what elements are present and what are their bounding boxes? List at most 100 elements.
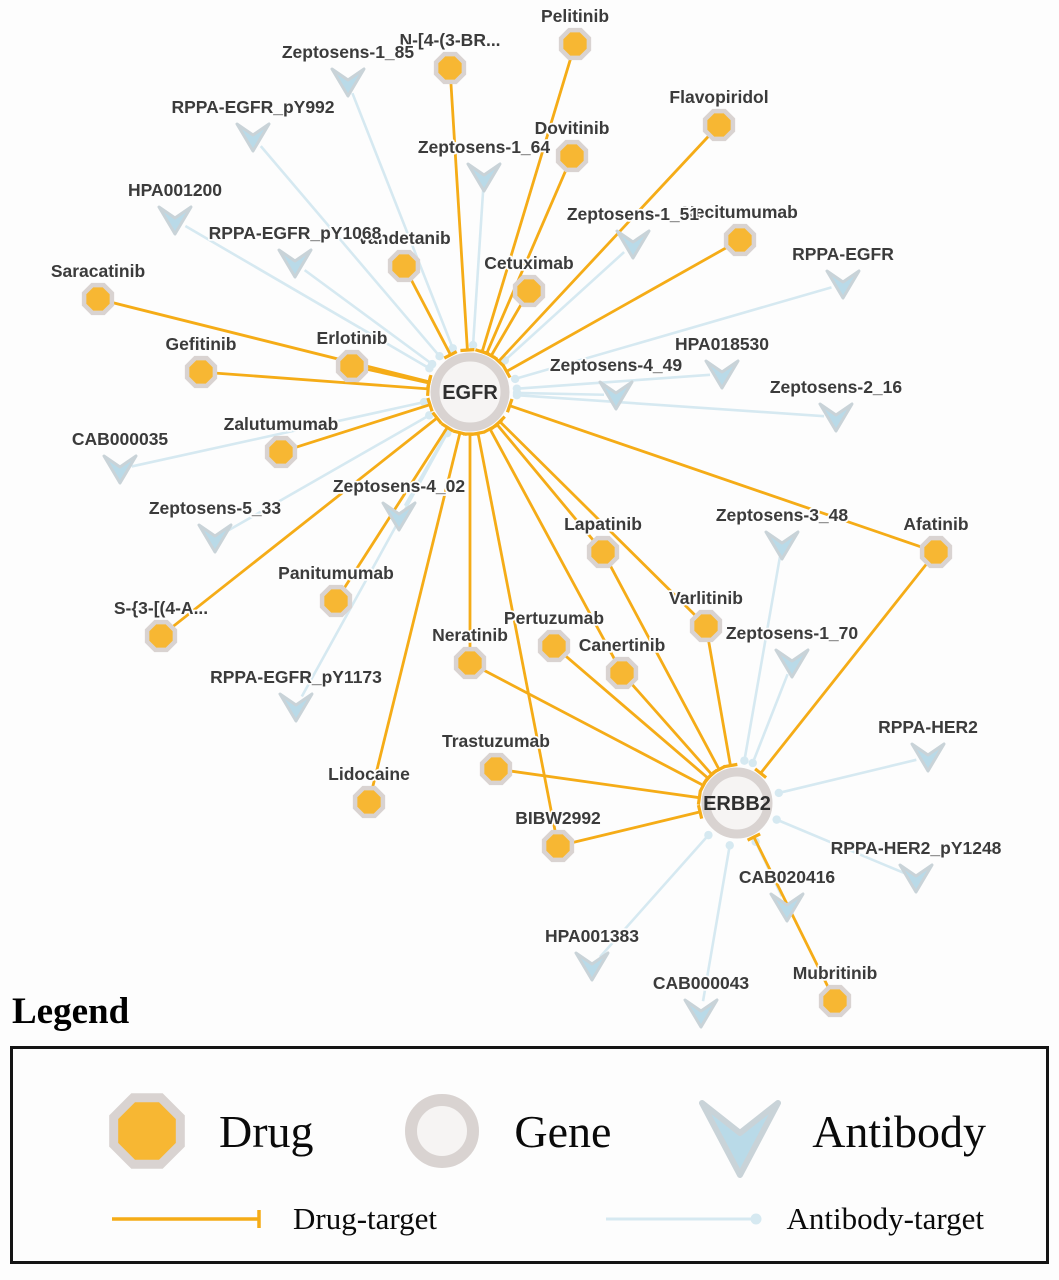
drug-target-edge: [498, 420, 698, 618]
antibody-node-rppa_egfr[interactable]: [825, 269, 861, 300]
antibody-node-zeptosens_5_33[interactable]: [197, 523, 233, 554]
antibody-node-hpa018530[interactable]: [704, 359, 740, 390]
drug-target-tee: [754, 767, 768, 779]
antibody-node-rppa_egfr_py992[interactable]: [235, 122, 271, 153]
gene-node-erbb2[interactable]: [701, 767, 773, 839]
drug-node-pertuzumab[interactable]: [537, 629, 571, 663]
antibody-target-edge: [516, 391, 605, 397]
drug-target-edge: [497, 133, 712, 363]
drug-label-dovitinib: Dovitinib: [535, 118, 610, 138]
drug-target-edge: [449, 80, 469, 351]
drug-target-edge: [488, 428, 618, 663]
gene-label-erbb2: ERBB2: [703, 793, 771, 815]
drug-node-bibw2992[interactable]: [541, 829, 575, 863]
drug-node-necitumumab[interactable]: [723, 223, 757, 257]
antibody-target-dot: [774, 788, 784, 798]
drug-target-tee: [696, 804, 704, 820]
antibody-node-cab020416[interactable]: [769, 892, 805, 923]
antibody-node-rppa_egfr_py1173[interactable]: [278, 692, 314, 723]
drug-node-neratinib[interactable]: [453, 646, 487, 680]
drug-label-zalutumumab: Zalutumumab: [224, 414, 339, 434]
drug-target-tee: [505, 398, 514, 413]
drug-label-mubritinib: Mubritinib: [793, 963, 878, 983]
drug-node-panitumumab[interactable]: [319, 584, 353, 618]
drug-node-canertinib[interactable]: [605, 656, 639, 690]
drug-node-dovitinib[interactable]: [555, 139, 589, 173]
antibody-node-hpa001383[interactable]: [574, 951, 610, 982]
antibody-node-cab000043[interactable]: [683, 998, 719, 1029]
drug-target-edge: [213, 371, 429, 391]
drug-node-vandetanib[interactable]: [387, 249, 421, 283]
antibody-target-edge: [599, 834, 710, 958]
antibody-node-zeptosens_4_02[interactable]: [381, 501, 417, 532]
drug-node-saracatinib[interactable]: [81, 282, 115, 316]
drug-node-lapatinib[interactable]: [586, 535, 620, 569]
antibody-node-cab000035[interactable]: [102, 454, 138, 485]
antibody-node-hpa001200[interactable]: [157, 205, 193, 236]
antibody-node-zeptosens_1_64[interactable]: [466, 162, 502, 193]
drug-target-tee: [443, 350, 458, 360]
antibody-target-edge: [224, 414, 430, 534]
antibody-label-zeptosens_1_70: Zeptosens-1_70: [726, 623, 859, 643]
antibody-node-zeptosens_1_51[interactable]: [615, 229, 651, 260]
antibody-target-edge: [351, 92, 454, 349]
antibody-node-rppa_egfr_py1068[interactable]: [277, 248, 313, 279]
antibody-target-dot: [468, 340, 478, 350]
gene-symbol: [405, 1094, 480, 1168]
legend-item-antibody: Antibody: [694, 1081, 986, 1181]
drug-node-afatinib[interactable]: [919, 535, 953, 569]
antibody-label-zeptosens_1_51: Zeptosens-1_51: [567, 204, 700, 224]
antibody-label-hpa018530: HPA018530: [675, 334, 769, 354]
antibody-node-rppa_her2[interactable]: [910, 742, 946, 773]
drug-node-flavopiridol[interactable]: [702, 108, 736, 142]
legend-drug-label: Drug: [219, 1105, 314, 1157]
drug-target-edge: [110, 300, 430, 384]
drug-target-edge: [480, 667, 704, 787]
antibody-target-edge: [471, 188, 485, 346]
gene-node-egfr[interactable]: [430, 352, 510, 432]
antibody-node-zeptosens_2_16[interactable]: [818, 402, 854, 433]
drug-target-tee: [493, 415, 506, 428]
antibody-target-dot: [704, 830, 713, 840]
drug-target-edge: [505, 245, 730, 373]
legend-gene-label: Gene: [514, 1105, 612, 1157]
drug-node-varlitinib[interactable]: [689, 609, 723, 643]
antibody-label-rppa_egfr_py992: RPPA-EGFR_pY992: [171, 97, 334, 117]
antibody-node-zeptosens_3_48[interactable]: [764, 530, 800, 561]
antibody-target-dot: [448, 344, 457, 353]
legend-item-antibody-target: Antibody-target: [603, 1201, 984, 1237]
antibody-target-dot: [435, 352, 444, 361]
antibody-label-rppa_egfr_py1173: RPPA-EGFR_pY1173: [210, 667, 382, 687]
drug-target-tee: [696, 790, 702, 805]
drug-node-s3_4a[interactable]: [144, 619, 178, 653]
drug-node-erlotinib[interactable]: [335, 349, 369, 383]
antibody-target-edge: [300, 432, 449, 698]
drug-node-trastuzumab[interactable]: [479, 752, 513, 786]
drug-node-pelitinib[interactable]: [558, 27, 592, 61]
drug-node-mubritinib[interactable]: [818, 984, 852, 1018]
antibody-label-rppa_egfr: RPPA-EGFR: [792, 244, 894, 264]
drug-node-cetuximab[interactable]: [512, 274, 546, 308]
antibody-node-zeptosens_1_70[interactable]: [774, 648, 810, 679]
antibody-target-dot: [425, 411, 434, 420]
antibody-node-zeptosens_4_49[interactable]: [598, 380, 634, 411]
antibody-label-rppa_her2_py1248: RPPA-HER2_pY1248: [831, 838, 1002, 858]
antibody-target-edge: [701, 845, 732, 1002]
drug-target-edge: [495, 423, 596, 543]
drug-node-n4_3br[interactable]: [433, 51, 467, 85]
drug-node-zalutumumab[interactable]: [264, 435, 298, 469]
antibody-node-rppa_her2_py1248[interactable]: [898, 863, 934, 894]
drug-target-edge: [370, 432, 462, 790]
drug-target-tee: [431, 411, 443, 425]
drug-node-gefitinib[interactable]: [184, 355, 218, 389]
drug-label-pertuzumab: Pertuzumab: [504, 608, 604, 628]
drug-target-edge: [364, 367, 430, 385]
antibody-chevron-icon: [699, 1100, 782, 1178]
antibody-label-zeptosens_1_85: Zeptosens-1_85: [282, 42, 415, 62]
antibody-target-edge: [751, 673, 789, 764]
drug-target-edge: [485, 167, 569, 355]
antibody-node-zeptosens_1_85[interactable]: [330, 67, 366, 98]
antibody-label-rppa_egfr_py1068: RPPA-EGFR_pY1068: [209, 223, 382, 243]
drug-node-lidocaine[interactable]: [352, 785, 386, 819]
